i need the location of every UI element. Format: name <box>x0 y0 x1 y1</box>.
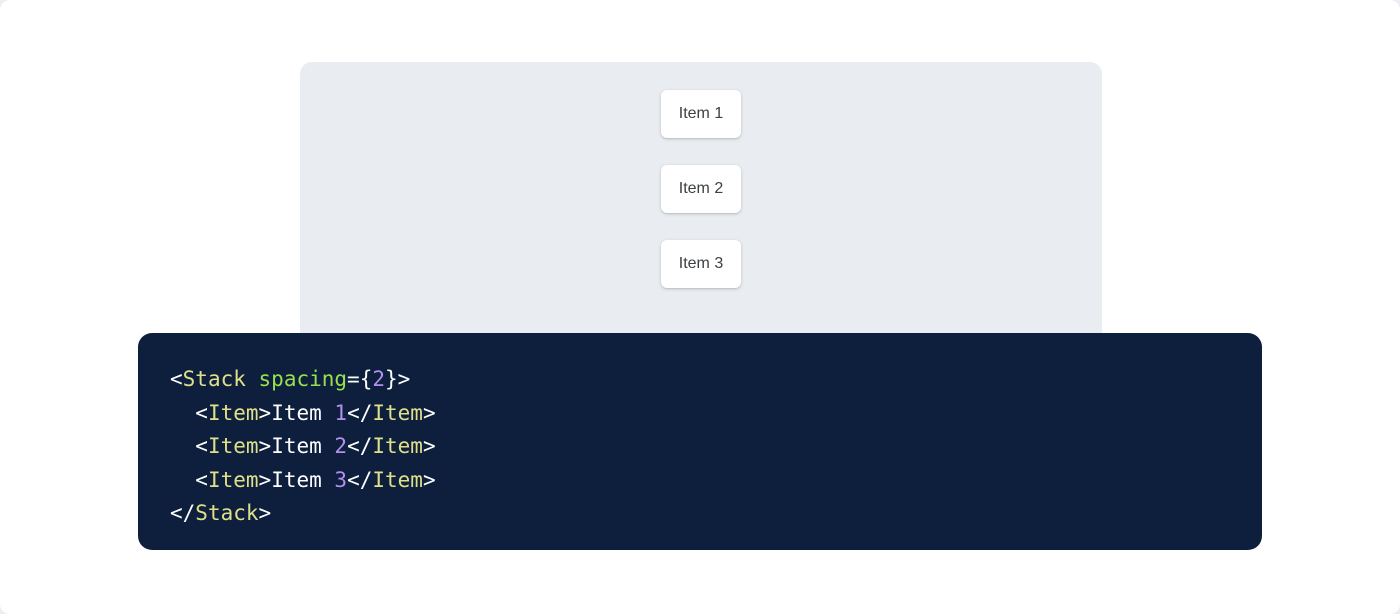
code-token-punct: </ <box>347 434 373 458</box>
stack-item-label: Item 3 <box>678 255 724 272</box>
code-token-tag: Item <box>372 400 423 425</box>
code-token-tag: Stack <box>182 367 246 391</box>
code-line: <Item>Item 1</Item> <box>170 397 1230 431</box>
code-token-punct: < <box>195 400 208 425</box>
code-token-tag: Item <box>372 467 423 492</box>
code-token-punct: < <box>195 434 208 458</box>
code-token-tag: Stack <box>195 501 259 525</box>
code-token-text: Item <box>271 434 335 458</box>
code-token-punct: > <box>258 501 272 525</box>
stack-item-label: Item 1 <box>678 105 724 122</box>
code-indent <box>170 434 195 458</box>
code-token-tag: Item <box>207 400 259 425</box>
code-token-text: Item <box>271 400 335 425</box>
code-indent <box>170 468 195 492</box>
stack-item: Item 1 <box>661 90 741 138</box>
code-token-punct: < <box>170 367 183 391</box>
code-indent <box>170 401 195 425</box>
stack-item: Item 2 <box>661 165 741 213</box>
code-token-num: 1 <box>334 400 348 425</box>
code-line: <Item>Item 3</Item> <box>170 464 1230 498</box>
code-token-punct: > <box>422 434 436 458</box>
code-token-punct: }> <box>385 367 411 391</box>
code-token-tag: Item <box>207 434 259 458</box>
code-token-punct: </ <box>347 467 373 492</box>
code-token-punct: > <box>258 434 272 458</box>
code-token-num: 2 <box>334 434 348 458</box>
code-line: </Stack> <box>170 497 1230 531</box>
code-token-text <box>246 367 259 391</box>
code-token-punct: </ <box>347 400 373 425</box>
stack-container: Item 1 Item 2 Item 3 <box>300 62 1102 288</box>
stack-item-label: Item 2 <box>678 180 724 197</box>
code-token-punct: > <box>422 467 436 492</box>
code-token-num: 2 <box>372 367 385 391</box>
code-token-tag: Item <box>372 434 423 458</box>
code-token-punct: </ <box>170 501 196 525</box>
code-token-num: 3 <box>334 467 348 492</box>
code-token-text: Item <box>271 467 335 492</box>
code-token-punct: > <box>422 400 436 425</box>
code-token-punct: > <box>258 467 272 492</box>
code-snippet-block: <Stack spacing={2}> <Item>Item 1</Item> … <box>138 333 1262 550</box>
component-preview-panel: Item 1 Item 2 Item 3 <box>300 62 1102 344</box>
code-token-punct: < <box>195 467 208 492</box>
code-line: <Stack spacing={2}> <box>170 363 1230 397</box>
stack-item: Item 3 <box>661 240 741 288</box>
code-token-tag: Item <box>207 467 259 492</box>
code-token-punct: ={ <box>347 367 373 391</box>
code-token-attr: spacing <box>258 367 348 391</box>
code-token-punct: > <box>258 400 272 425</box>
code-line: <Item>Item 2</Item> <box>170 430 1230 464</box>
